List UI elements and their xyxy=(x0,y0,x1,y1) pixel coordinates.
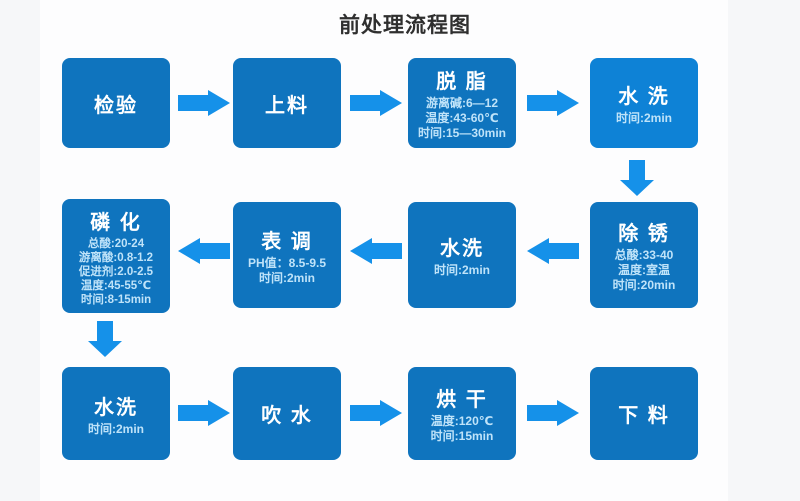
flow-node-rinse-2: 水洗 时间:2min xyxy=(408,202,516,308)
node-title: 水洗 xyxy=(440,238,484,260)
flow-node-rinse-3: 水洗 时间:2min xyxy=(62,367,170,460)
flow-node-rinse-1: 水 洗 时间:2min xyxy=(590,58,698,148)
detail-line: 时间:8-15min xyxy=(80,293,152,306)
arrow-tail xyxy=(97,321,113,341)
arrow-head xyxy=(557,90,579,116)
flow-node-loading: 上料 xyxy=(233,58,341,148)
detail-line: 温度:室温 xyxy=(618,263,670,277)
arrow-tail xyxy=(178,405,208,421)
node-title: 水 洗 xyxy=(618,86,670,108)
detail-line: 时间:15—30min xyxy=(417,126,507,140)
arrow-tail xyxy=(629,160,645,180)
node-title: 磷 化 xyxy=(90,211,142,234)
detail-line: 时间:2min xyxy=(87,421,144,436)
arrow-head xyxy=(208,90,230,116)
flow-node-surface-conditioning: 表 调 PH值：8.5-9.5 时间:2min xyxy=(233,202,341,308)
arrow-down-icon xyxy=(620,160,654,196)
detail-line: 时间:2min xyxy=(433,263,490,277)
detail-line: 游离碱:6—12 xyxy=(425,96,499,110)
node-details: PH值：8.5-9.5 时间:2min xyxy=(248,256,326,286)
flow-node-rust-removal: 除 锈 总酸:33-40 温度:室温 时间:20min xyxy=(590,202,698,308)
arrow-right-icon xyxy=(527,90,579,116)
arrow-head xyxy=(380,90,402,116)
detail-line: 总酸:20-24 xyxy=(87,237,145,250)
arrow-right-icon xyxy=(350,90,402,116)
arrow-tail xyxy=(350,95,380,111)
node-title: 烘 干 xyxy=(436,389,488,411)
detail-line: PH值：8.5-9.5 xyxy=(247,255,327,270)
arrow-head xyxy=(557,400,579,426)
arrow-head xyxy=(88,341,122,357)
node-details: 总酸:20-24 游离酸:0.8-1.2 促进剂:2.0-2.5 温度:45-5… xyxy=(79,237,153,307)
arrow-right-icon xyxy=(178,90,230,116)
arrow-head xyxy=(527,238,549,264)
detail-line: 游离酸:0.8-1.2 xyxy=(78,251,154,264)
node-title: 水洗 xyxy=(94,396,138,419)
arrow-tail xyxy=(372,243,402,259)
arrow-tail xyxy=(527,95,557,111)
arrow-left-icon xyxy=(527,238,579,264)
arrow-left-icon xyxy=(350,238,402,264)
page-title: 前处理流程图 xyxy=(339,14,471,37)
detail-line: 温度:43-60℃ xyxy=(425,111,499,125)
arrow-tail xyxy=(200,243,230,259)
detail-line: 时间:2min xyxy=(258,270,315,285)
node-details: 总酸:33-40 温度:室温 时间:20min xyxy=(613,248,676,293)
arrow-head xyxy=(178,238,200,264)
arrow-left-icon xyxy=(178,238,230,264)
arrow-tail xyxy=(350,405,380,421)
node-title: 脱 脂 xyxy=(436,71,488,93)
flow-node-degreasing: 脱 脂 游离碱:6—12 温度:43-60℃ 时间:15—30min xyxy=(408,58,516,148)
node-details: 温度:120℃ 时间:15min xyxy=(431,414,494,444)
arrow-head xyxy=(208,400,230,426)
arrow-down-icon xyxy=(88,321,122,357)
arrow-head xyxy=(620,180,654,196)
node-details: 时间:2min xyxy=(88,422,144,437)
flow-node-inspection: 检验 xyxy=(62,58,170,148)
node-title: 表 调 xyxy=(261,230,313,253)
arrow-right-icon xyxy=(527,400,579,426)
flow-node-phosphating: 磷 化 总酸:20-24 游离酸:0.8-1.2 促进剂:2.0-2.5 温度:… xyxy=(62,199,170,313)
node-title: 除 锈 xyxy=(618,223,670,245)
node-title: 检验 xyxy=(94,94,138,117)
detail-line: 时间:20min xyxy=(612,278,676,292)
arrow-tail xyxy=(527,405,557,421)
detail-line: 促进剂:2.0-2.5 xyxy=(78,265,154,278)
detail-line: 时间:15min xyxy=(430,429,494,443)
node-details: 游离碱:6—12 温度:43-60℃ 时间:15—30min xyxy=(418,96,506,141)
flow-node-blow-off: 吹 水 xyxy=(233,367,341,460)
flow-node-drying: 烘 干 温度:120℃ 时间:15min xyxy=(408,367,516,460)
arrow-head xyxy=(350,238,372,264)
node-title: 上料 xyxy=(265,94,309,117)
node-details: 时间:2min xyxy=(616,111,672,126)
flow-node-unloading: 下 料 xyxy=(590,367,698,460)
detail-line: 温度:45-55℃ xyxy=(80,279,152,292)
node-details: 时间:2min xyxy=(434,263,490,278)
node-title: 吹 水 xyxy=(261,405,313,427)
detail-line: 总酸:33-40 xyxy=(614,248,674,262)
arrow-right-icon xyxy=(178,400,230,426)
arrow-right-icon xyxy=(350,400,402,426)
detail-line: 时间:2min xyxy=(615,111,672,125)
arrow-head xyxy=(380,400,402,426)
arrow-tail xyxy=(549,243,579,259)
arrow-tail xyxy=(178,95,208,111)
node-title: 下 料 xyxy=(618,405,670,427)
detail-line: 温度:120℃ xyxy=(430,414,494,428)
